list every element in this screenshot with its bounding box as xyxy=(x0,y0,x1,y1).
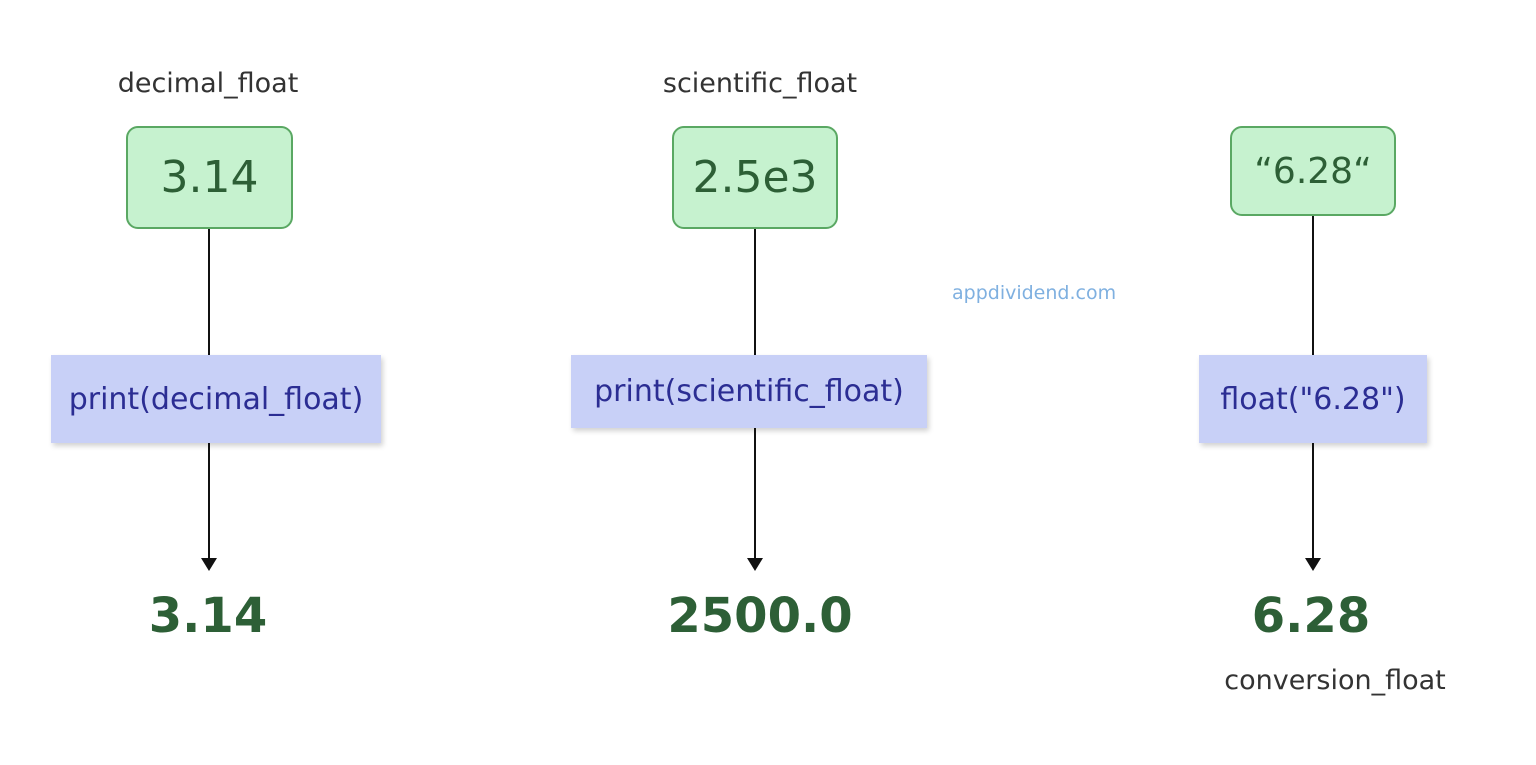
watermark: appdividend.com xyxy=(952,282,1117,304)
connector-line xyxy=(1312,443,1314,560)
arrow-head-icon xyxy=(201,558,217,571)
output-value-scientific: 2500.0 xyxy=(667,588,853,644)
variable-label-conversion-float: conversion_float xyxy=(1224,665,1446,696)
connector-line xyxy=(208,229,210,355)
output-value-conversion: 6.28 xyxy=(1251,588,1371,644)
operation-node-float-conversion: float("6.28") xyxy=(1199,355,1427,443)
input-node-string: “6.28“ xyxy=(1230,126,1396,216)
connector-line xyxy=(754,229,756,355)
operation-node-print-decimal: print(decimal_float) xyxy=(51,355,381,443)
input-node-decimal: 3.14 xyxy=(126,126,293,229)
arrow-head-icon xyxy=(747,558,763,571)
arrow-head-icon xyxy=(1305,558,1321,571)
variable-label-scientific-float: scientific_float xyxy=(662,68,858,99)
variable-label-decimal-float: decimal_float xyxy=(117,68,299,99)
connector-line xyxy=(754,428,756,560)
operation-node-print-scientific: print(scientific_float) xyxy=(571,355,927,428)
input-node-scientific: 2.5e3 xyxy=(672,126,838,229)
connector-line xyxy=(1312,216,1314,355)
output-value-decimal: 3.14 xyxy=(148,588,268,644)
connector-line xyxy=(208,443,210,560)
